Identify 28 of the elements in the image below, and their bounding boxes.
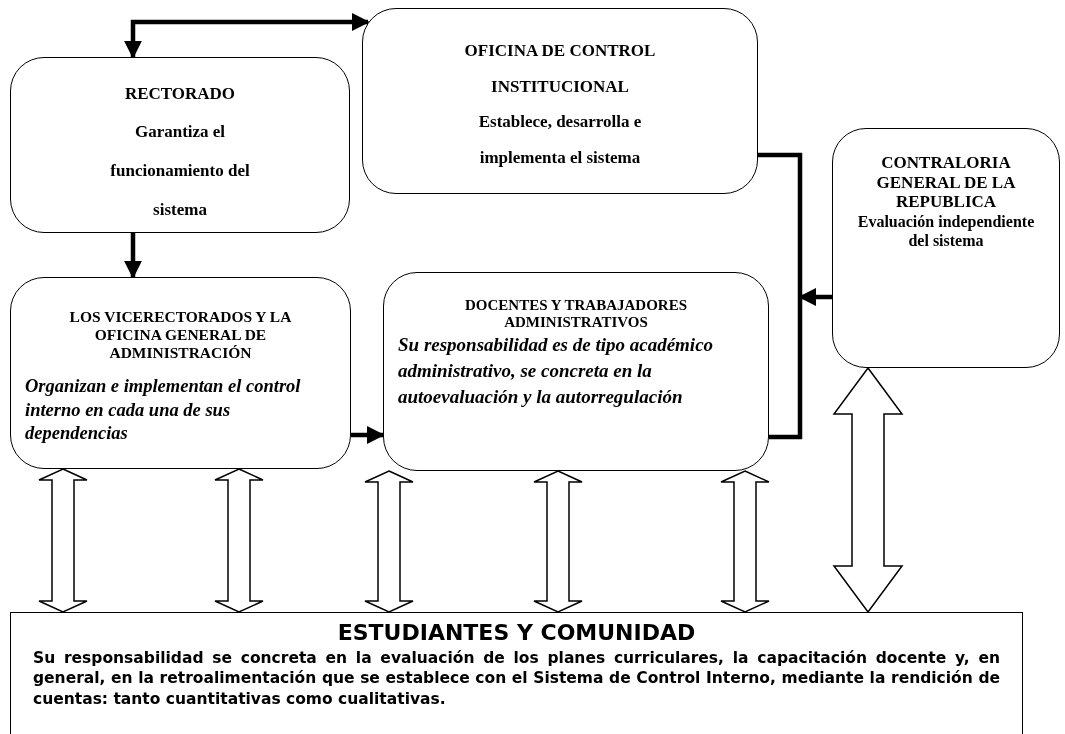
box-description: Organizan e implementan el control interno en cada una de sus dependencias [25,375,302,445]
box-heading: CONTRALORIA GENERAL DE LA REPUBLICA [875,153,1017,212]
double-arrow [720,470,770,613]
arrow [124,13,370,59]
arrow [124,233,142,279]
staff-box [383,272,769,471]
double-arrow [364,470,414,613]
box-heading: OFICINA DE CONTROL INSTITUCIONAL [463,40,657,98]
box-heading: RECTORADO [124,83,236,105]
vice-rectorates-box [10,277,351,469]
box-description: Garantiza el funcionamiento del sistema [109,120,251,221]
double-arrow [38,468,88,613]
double-arrow [832,366,904,614]
double-arrow [533,470,583,613]
box-heading: ESTUDIANTES Y COMUNIDAD [337,619,696,647]
box-heading: DOCENTES Y TRABAJADORES ADMINISTRATIVOS [464,297,688,332]
arrow [351,426,385,444]
comptroller-box [832,128,1060,368]
box-description: Establece, desarrolla e implementa el sistema [477,111,643,170]
box-heading: LOS VICERECTORADOS Y LA OFICINA GENERAL DE ADMINISTRACIÓN [68,308,293,362]
rectorate-box [10,57,350,233]
control-office-box [362,8,758,194]
box-description: Su responsabilidad se concreta en la evaluación de los planes curriculares, la capacitación docente y, en general, en la retroalimentación que se establece con el Sistema de Control Interno, mediante la rendición de cuentas: tanto cuantitativas como cualitativas. [33,647,1000,709]
box-description: Su responsabilidad es de tipo académico administrativo, se concreta en la autoevaluación y la autorregulación [398,332,715,409]
bracket-line [758,152,803,440]
double-arrow [214,468,264,613]
students-community-box [10,612,1023,734]
box-description: Evaluación independiente del sistema [856,211,1036,250]
